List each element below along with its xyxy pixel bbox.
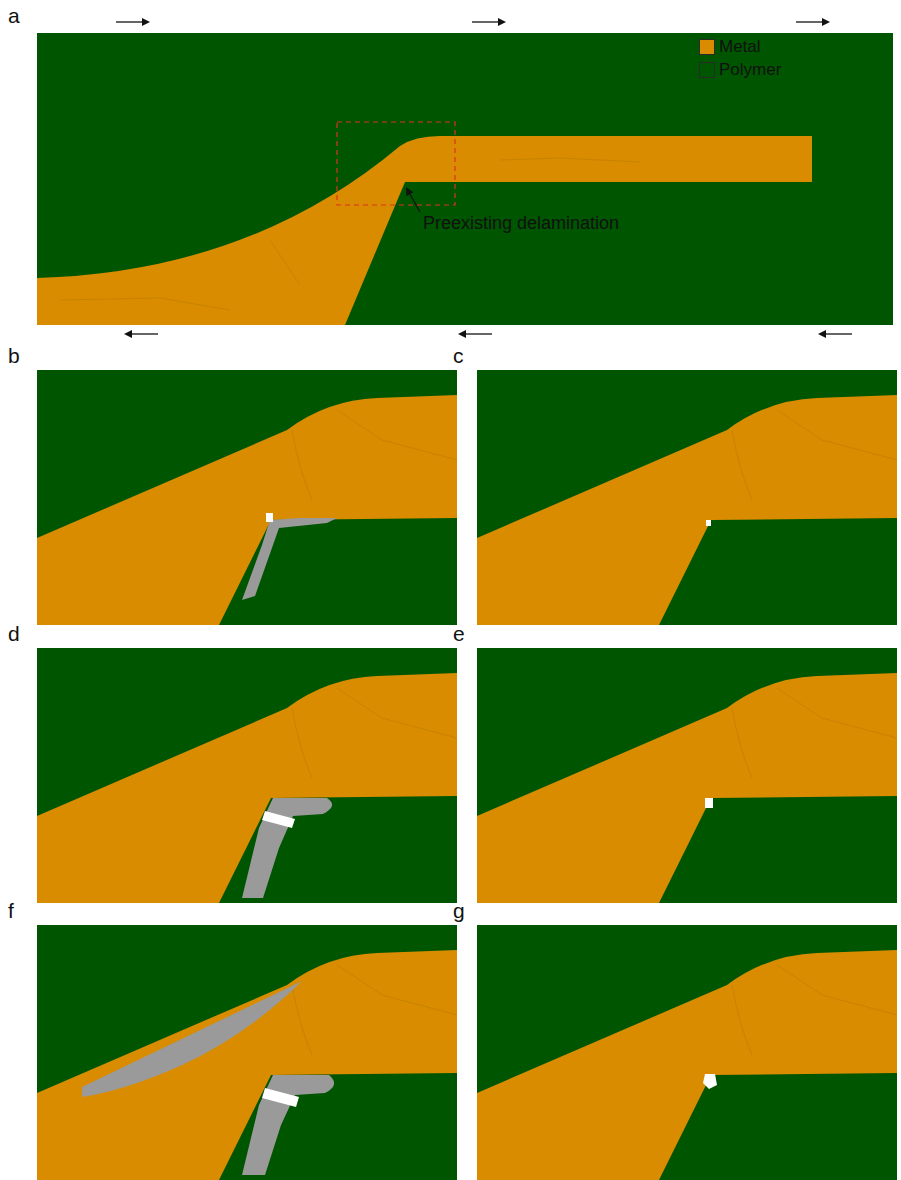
callout-label: Preexisting delamination [423, 213, 619, 234]
legend-label: Polymer [719, 60, 781, 80]
legend-swatch [700, 40, 714, 54]
panel-letter: a [8, 4, 20, 28]
panel-a [37, 22, 893, 334]
panel-f [37, 925, 457, 1180]
panel-letter: e [453, 622, 465, 646]
panel-letter: d [8, 622, 20, 646]
panel-d [37, 648, 457, 903]
panel-c [477, 370, 897, 625]
panel-letter: g [453, 899, 465, 923]
legend-swatch [700, 63, 714, 77]
panel-b [37, 370, 457, 625]
panel-e [477, 648, 897, 903]
panel-g [477, 925, 897, 1180]
panel-letter: b [8, 344, 20, 368]
legend-label: Metal [719, 37, 761, 57]
panel-letter: c [453, 344, 464, 368]
panel-letter: f [8, 899, 14, 923]
